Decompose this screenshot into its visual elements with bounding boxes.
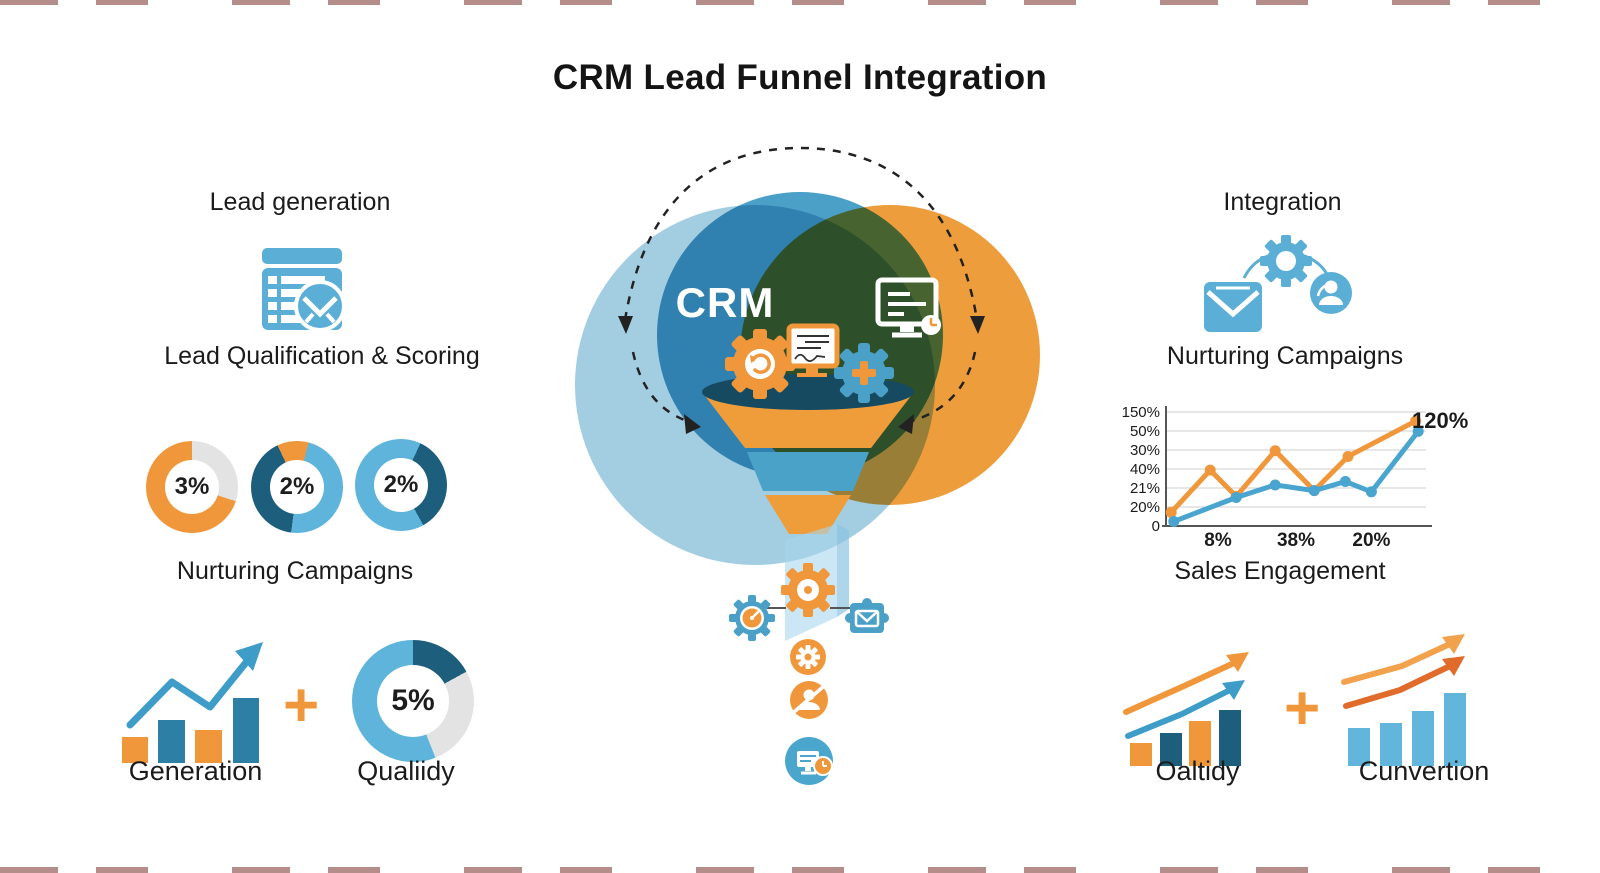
donut-chart-3: 2% [355, 439, 447, 531]
plus-sign-right: + [1284, 674, 1321, 743]
quality-label: Qualiidy [357, 756, 455, 786]
crm-funnel-graphic: CRM [575, 146, 1040, 785]
support-person-icon [790, 681, 828, 719]
sync-gear-icon [725, 329, 795, 399]
funnel-band-blue [747, 452, 869, 491]
nurturing-campaigns-left-label: Nurturing Campaigns [176, 557, 414, 585]
donut-value: 5% [391, 684, 435, 717]
donut-value: 3% [174, 473, 210, 500]
monitor-clock-badge-icon [785, 737, 833, 785]
svg-text:38%: 38% [1277, 530, 1315, 551]
add-gear-icon [834, 343, 894, 403]
oaltidy-label: Oaltidy [1155, 756, 1240, 786]
lead-table-mail-icon [262, 248, 346, 332]
donut-chart-2: 2% [251, 441, 343, 533]
lead-qualification-label: Lead Qualification & Scoring [164, 342, 480, 370]
cunvertion-label: Cunvertion [1358, 756, 1490, 786]
integration-icons [1204, 235, 1352, 332]
svg-text:0: 0 [1152, 518, 1160, 535]
settings-gear-icon [781, 563, 835, 617]
bar-growth-arrows-icon-left [1123, 652, 1249, 766]
dashed-cycle-arrows-icon [623, 146, 979, 424]
lead-generation-label: Lead generation [209, 188, 391, 216]
speedometer-gear-icon [729, 595, 775, 641]
sales-line-chart: 150% 50% 30% 40% 21% 20% 0 8% 38% 20% [1122, 404, 1432, 551]
svg-text:150%: 150% [1122, 404, 1160, 421]
document-monitor-icon [786, 323, 840, 377]
crm-monitor-clock-icon [875, 277, 941, 338]
dashed-arrowheads [618, 316, 985, 434]
email-icon [1204, 282, 1262, 332]
gear-icon [1260, 235, 1312, 287]
generation-label: Generation [128, 756, 263, 786]
plus-sign-left: + [283, 671, 320, 740]
edge-artifact-top [0, 0, 1600, 5]
sales-engagement-label: Sales Engagement [1174, 557, 1386, 585]
donut-value: 2% [279, 473, 315, 500]
chart-annotation-120: 120% [1412, 408, 1469, 433]
svg-text:40%: 40% [1130, 461, 1160, 478]
svg-text:21%: 21% [1130, 480, 1160, 497]
svg-text:8%: 8% [1204, 530, 1232, 551]
funnel-band-orange-2 [765, 495, 851, 534]
svg-text:20%: 20% [1130, 499, 1160, 516]
svg-text:50%: 50% [1130, 423, 1160, 440]
donut-chart-big: 5% [352, 640, 474, 762]
donut-value: 2% [383, 471, 419, 498]
puzzle-email-icon [845, 598, 889, 633]
svg-text:20%: 20% [1352, 530, 1390, 551]
person-icon [1310, 272, 1352, 314]
svg-text:30%: 30% [1130, 442, 1160, 459]
nurturing-campaigns-right-label: Nurturing Campaigns [1166, 342, 1404, 370]
donut-chart-1: 3% [146, 441, 238, 533]
crm-text: CRM [676, 279, 775, 326]
bar-growth-arrow-icon [122, 642, 263, 763]
edge-artifact-bottom [0, 867, 1600, 873]
integration-label: Integration [1223, 188, 1342, 216]
gear-badge-icon [790, 639, 826, 675]
page-title: CRM Lead Funnel Integration [552, 58, 1048, 97]
bar-growth-arrows-icon-right [1341, 634, 1466, 766]
glass-pane-fold [837, 524, 849, 617]
